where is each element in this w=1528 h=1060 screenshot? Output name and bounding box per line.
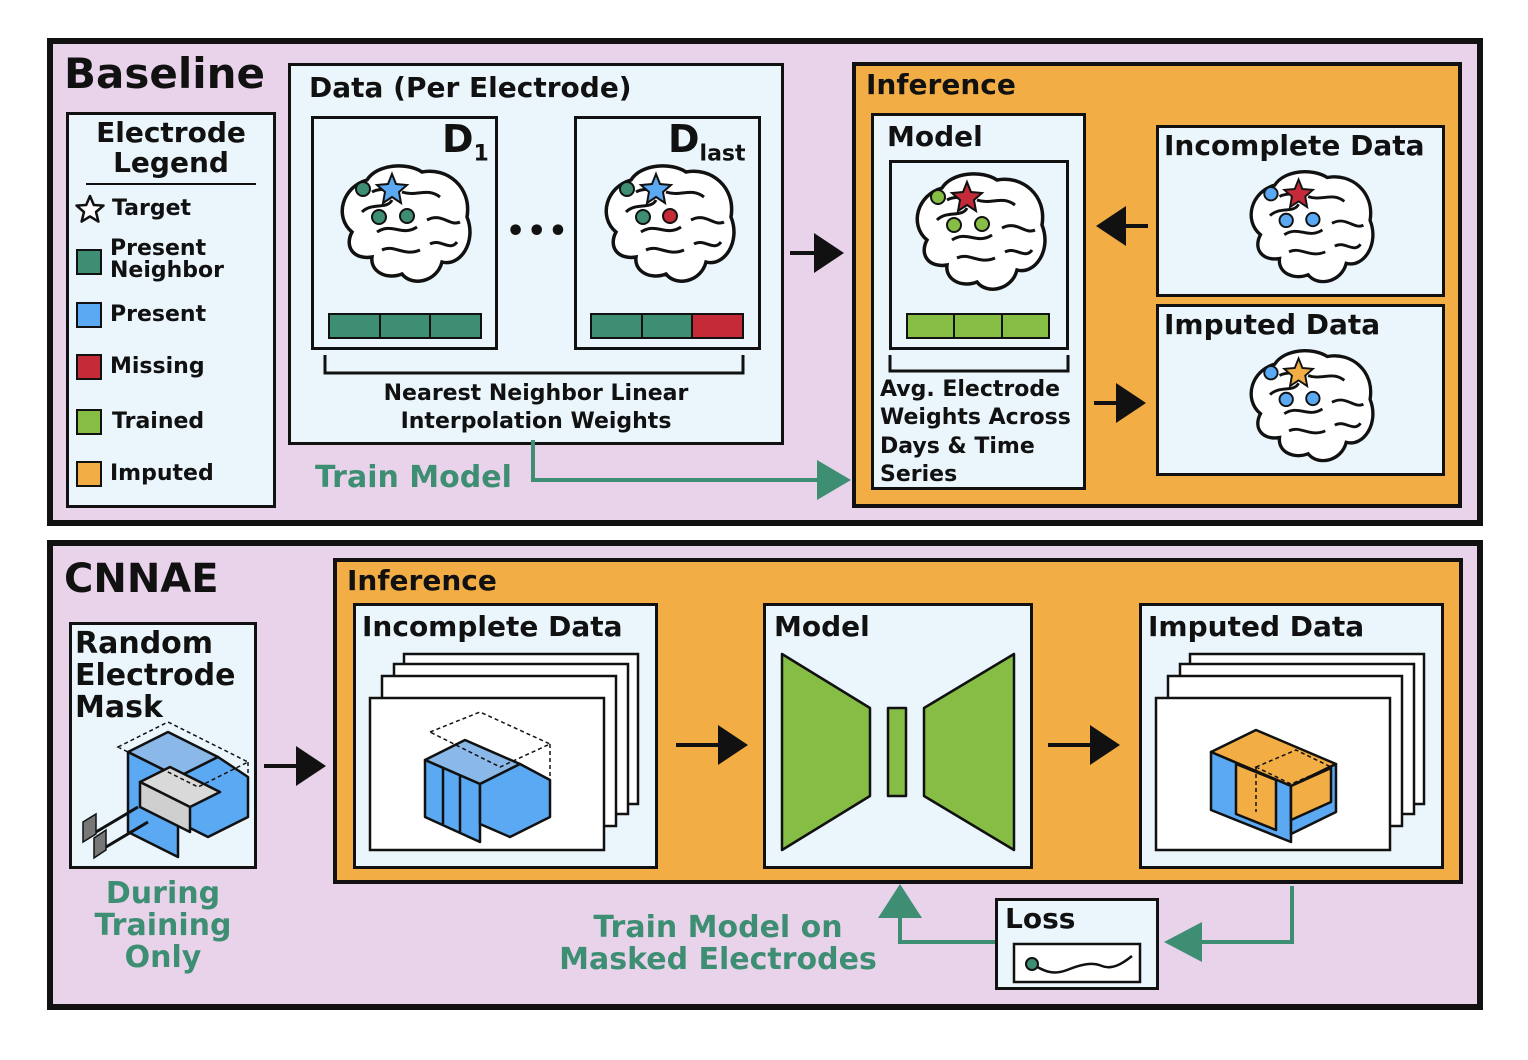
legend-present-label: Present bbox=[110, 302, 207, 327]
data-stack-icon bbox=[368, 652, 640, 852]
train-feedback-arrow bbox=[878, 884, 995, 944]
legend-target-label: Target bbox=[112, 196, 192, 221]
train-masked-line2: Masked Electrodes bbox=[559, 942, 877, 977]
mask-note-line1: During bbox=[105, 876, 221, 911]
cnnae-incomplete-title: Incomplete Data bbox=[362, 610, 623, 643]
bracket-data bbox=[323, 355, 745, 375]
legend-swatch-imputed bbox=[76, 461, 102, 487]
train-masked-line1: Train Model on bbox=[593, 910, 843, 945]
loss-title: Loss bbox=[1005, 902, 1076, 935]
arrow-left-icon bbox=[1096, 206, 1148, 246]
legend-divider bbox=[86, 183, 256, 185]
legend-swatch-trained bbox=[76, 409, 102, 435]
ellipsis: ••• bbox=[506, 214, 570, 249]
arrow-right-icon bbox=[676, 725, 748, 765]
loss-curve-icon bbox=[1012, 942, 1142, 984]
weights-bar-last bbox=[590, 313, 744, 339]
brain-icon bbox=[1249, 170, 1375, 284]
legend-title-line2: Legend bbox=[113, 146, 229, 179]
cnnae-title: CNNAE bbox=[64, 556, 219, 602]
brain-icon bbox=[604, 164, 736, 283]
arrow-right-icon bbox=[1094, 383, 1146, 423]
legend-trained-label: Trained bbox=[112, 409, 205, 434]
baseline-imputed-title: Imputed Data bbox=[1164, 308, 1381, 341]
legend-missing-label: Missing bbox=[110, 354, 205, 379]
loss-feedback-arrow bbox=[1164, 886, 1294, 962]
baseline-model-title: Model bbox=[887, 120, 983, 153]
mask-title-line3: Mask bbox=[75, 690, 163, 725]
data-stack-icon bbox=[1154, 652, 1426, 852]
cnnae-model-title: Model bbox=[774, 610, 870, 643]
data-box-title: Data (Per Electrode) bbox=[309, 71, 632, 104]
cnnae-imputed-title: Imputed Data bbox=[1148, 610, 1365, 643]
baseline-incomplete-title: Incomplete Data bbox=[1164, 129, 1425, 162]
brain-icon bbox=[915, 172, 1047, 291]
trained-weights-bar bbox=[906, 313, 1050, 339]
legend-swatch-present bbox=[76, 302, 102, 328]
mask-cube-icon bbox=[82, 721, 250, 860]
arrow-right-icon bbox=[264, 746, 326, 786]
model-caption-line4: Series bbox=[880, 462, 958, 487]
bracket-model bbox=[888, 355, 1070, 373]
d1-label: D1 bbox=[442, 117, 489, 167]
train-arrow bbox=[531, 440, 851, 500]
legend-title-line1: Electrode bbox=[96, 116, 246, 149]
weights-bar-first bbox=[328, 313, 482, 339]
legend-swatch-missing bbox=[76, 354, 102, 380]
mask-title-line1: Random bbox=[75, 626, 214, 661]
train-model-label: Train Model bbox=[315, 460, 512, 495]
legend-imputed-label: Imputed bbox=[110, 461, 214, 486]
baseline-title: Baseline bbox=[64, 49, 266, 98]
legend-swatch-neighbor bbox=[76, 249, 102, 275]
data-caption-line1: Nearest Neighbor Linear bbox=[383, 381, 689, 406]
mask-note-line2: Training bbox=[94, 908, 232, 943]
arrow-right-icon bbox=[790, 233, 844, 273]
model-caption-line3: Days & Time bbox=[880, 434, 1035, 459]
star-icon bbox=[75, 194, 105, 223]
autoencoder-icon bbox=[780, 652, 1016, 852]
legend-neighbor-label: Present bbox=[110, 236, 207, 261]
model-caption-line1: Avg. Electrode bbox=[880, 377, 1061, 402]
mask-title-line2: Electrode bbox=[75, 658, 236, 693]
baseline-inference-title: Inference bbox=[866, 68, 1016, 101]
cnnae-inference-title: Inference bbox=[347, 564, 497, 597]
legend-neighbor-label2: Neighbor bbox=[110, 258, 224, 283]
dlast-label: Dlast bbox=[668, 117, 746, 167]
arrow-right-icon bbox=[1048, 725, 1120, 765]
mask-note-line3: Only bbox=[124, 940, 202, 975]
brain-icon bbox=[1249, 349, 1375, 463]
model-caption-line2: Weights Across bbox=[880, 405, 1071, 430]
data-caption-line2: Interpolation Weights bbox=[400, 409, 672, 434]
brain-icon bbox=[340, 164, 472, 283]
